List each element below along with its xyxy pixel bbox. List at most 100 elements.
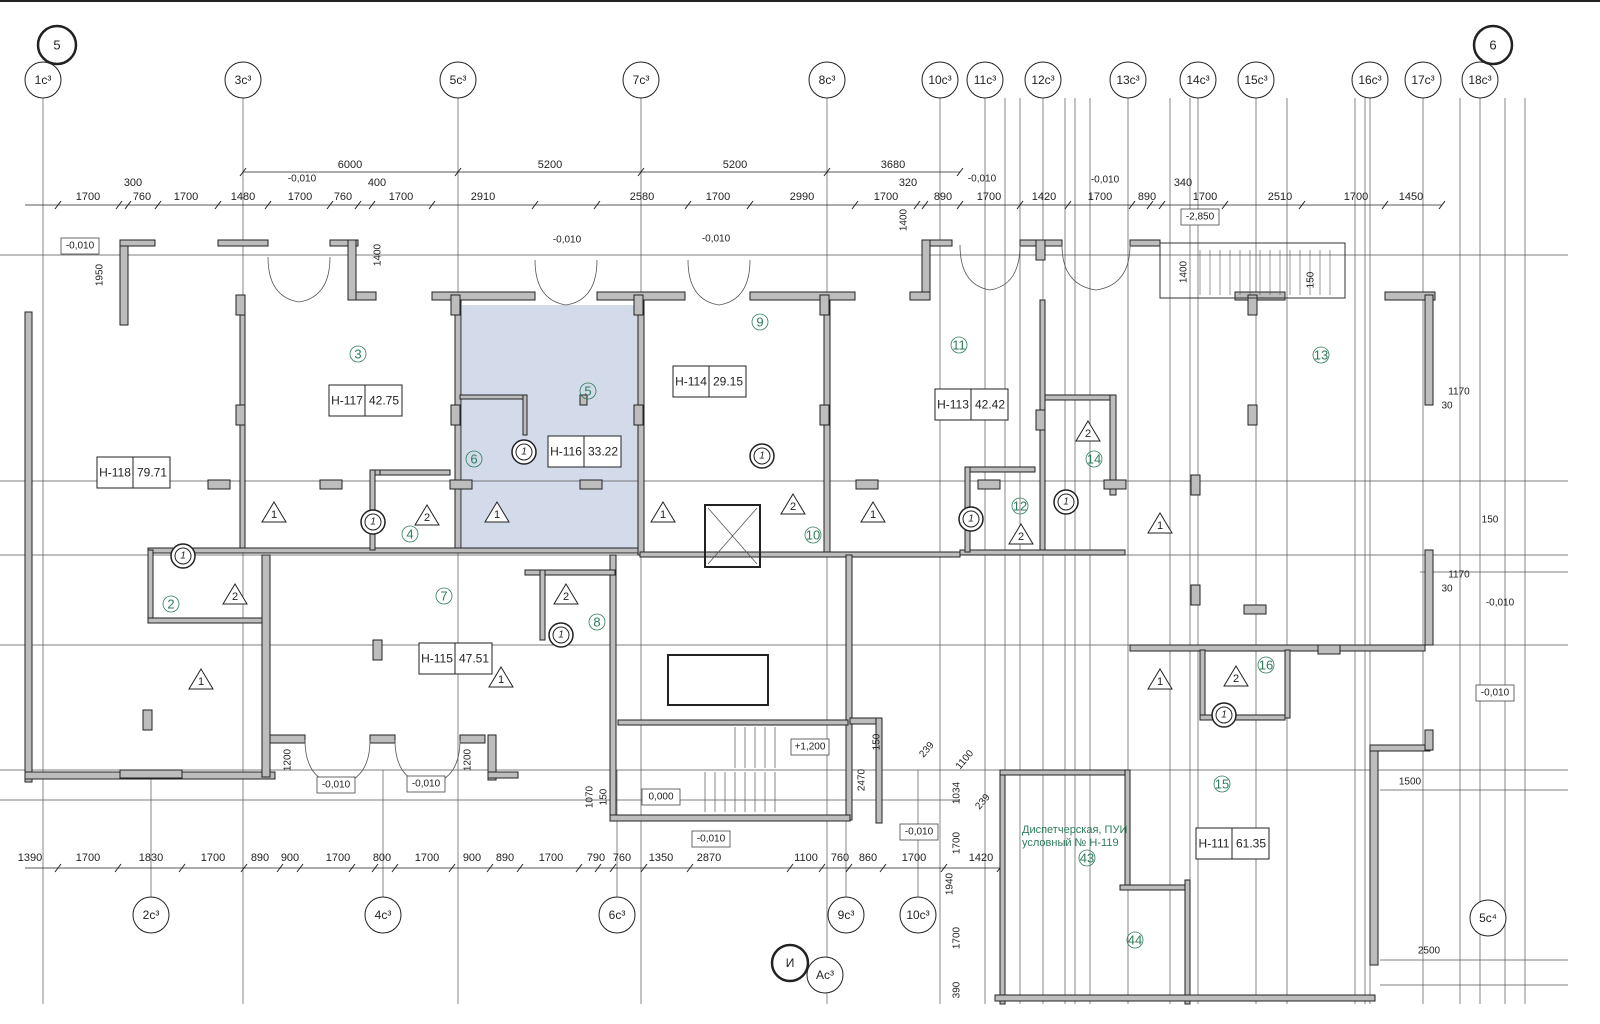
dimension-text: 1700 — [76, 191, 100, 203]
wall — [999, 769, 1131, 776]
dimension-text: 1350 — [649, 852, 673, 864]
wall — [1129, 239, 1161, 247]
wall — [1109, 394, 1117, 496]
dimension-text: 1700 — [76, 852, 100, 864]
column — [579, 479, 603, 490]
dimension-text: 1070 — [585, 785, 596, 808]
grid-axis-label: 17c³ — [1411, 73, 1434, 87]
axis-bubble — [770, 943, 810, 983]
dimension-text: 1170 — [1448, 570, 1470, 581]
level-mark: -0,010 — [905, 827, 934, 838]
dimension-text: 1420 — [969, 852, 993, 864]
grid-axis-bubble — [439, 61, 477, 99]
dimension-tick — [940, 863, 948, 873]
dimension-text: 800 — [373, 852, 391, 864]
wall — [845, 554, 853, 821]
wall — [823, 299, 831, 556]
room-number: 9 — [756, 315, 763, 330]
dimension-tick — [114, 863, 122, 873]
column — [1035, 239, 1046, 261]
axis-bubble — [806, 956, 844, 994]
main-axis-bubble — [1472, 24, 1514, 66]
door-marker-inner — [515, 443, 533, 461]
column — [819, 404, 830, 426]
dimension-tick — [1128, 200, 1136, 210]
room-id: Н-114 — [675, 375, 707, 389]
wall — [1369, 744, 1431, 752]
grid-axis-bubble — [827, 896, 865, 934]
room-number: 2 — [167, 597, 174, 612]
dimension-tick — [1064, 200, 1072, 210]
zone-triangle-icon — [1147, 512, 1173, 534]
room-number-circle — [162, 595, 180, 613]
dimension-text: 860 — [859, 852, 877, 864]
zone-marker-label: 2 — [1233, 673, 1239, 685]
level-mark: -2,850 — [1186, 212, 1215, 223]
dimension-text: 1700 — [902, 852, 926, 864]
zone-triangle-icon — [188, 668, 214, 690]
door-swing — [1061, 244, 1131, 291]
grid-axis-bubble — [1109, 61, 1147, 99]
dimension-text: 1700 — [706, 191, 730, 203]
room-number: 15 — [1215, 777, 1229, 792]
wall — [147, 617, 264, 624]
wall — [487, 734, 497, 781]
wall — [1424, 549, 1434, 646]
elevator-cross-icon — [707, 507, 758, 565]
grid-axis-bubble — [1351, 61, 1389, 99]
dimension-tick — [786, 863, 794, 873]
dimension-text: 1390 — [18, 852, 42, 864]
wall — [999, 769, 1006, 1005]
zone-marker-label: 1 — [198, 676, 204, 688]
grid-axis-label: 9c³ — [838, 908, 855, 922]
room-number: 4 — [406, 527, 413, 542]
column — [319, 479, 343, 490]
level-box — [641, 788, 681, 806]
stair-landing — [667, 654, 769, 706]
dimension-text: 1170 — [1448, 387, 1470, 398]
dimension-text: 900 — [463, 852, 481, 864]
zone-triangle-icon — [1223, 665, 1249, 687]
room-number: 16 — [1259, 658, 1273, 673]
column — [142, 709, 153, 731]
room-number-circle — [579, 382, 597, 400]
dimension-text: 760 — [831, 852, 849, 864]
dimension-text: 300 — [124, 177, 142, 189]
dimension-tick — [296, 863, 304, 873]
dimension-text: 1830 — [139, 852, 163, 864]
door-marker-label: 1 — [521, 447, 527, 458]
dimension-tick — [851, 200, 859, 210]
dimension-text: 239 — [973, 792, 992, 812]
dimension-tick — [594, 863, 602, 873]
dimension-tick — [818, 863, 826, 873]
zone-triangle-icon — [414, 504, 440, 526]
wall — [119, 769, 183, 779]
room-number: 12 — [1013, 499, 1027, 514]
grid-axis-label: 11c³ — [974, 73, 996, 87]
room-number-circle — [1257, 656, 1275, 674]
wall — [24, 311, 33, 783]
zone-marker-label: 2 — [424, 512, 430, 524]
wall — [749, 291, 856, 301]
grid-axis-bubble — [921, 61, 959, 99]
room-id: Н-113 — [937, 398, 969, 412]
zone-marker-label: 2 — [563, 591, 569, 603]
door-marker-label: 1 — [1221, 710, 1227, 721]
wall — [1424, 294, 1434, 406]
wall — [459, 394, 528, 400]
wall — [875, 717, 883, 824]
column — [1317, 644, 1341, 655]
zone-marker-label: 1 — [498, 674, 504, 686]
zone-triangle-icon — [261, 501, 287, 523]
zone-marker-label: 2 — [1085, 428, 1091, 440]
level-mark: -0,010 — [412, 779, 441, 790]
wall — [119, 239, 129, 326]
column — [633, 294, 644, 316]
room-number: 3 — [354, 347, 361, 362]
wall — [1184, 879, 1191, 1005]
dimension-tick — [575, 863, 583, 873]
grid-axis-bubble — [364, 896, 402, 934]
grid-axis-bubble — [24, 61, 62, 99]
level-box — [60, 237, 100, 255]
dimension-text: 1940 — [945, 872, 956, 895]
